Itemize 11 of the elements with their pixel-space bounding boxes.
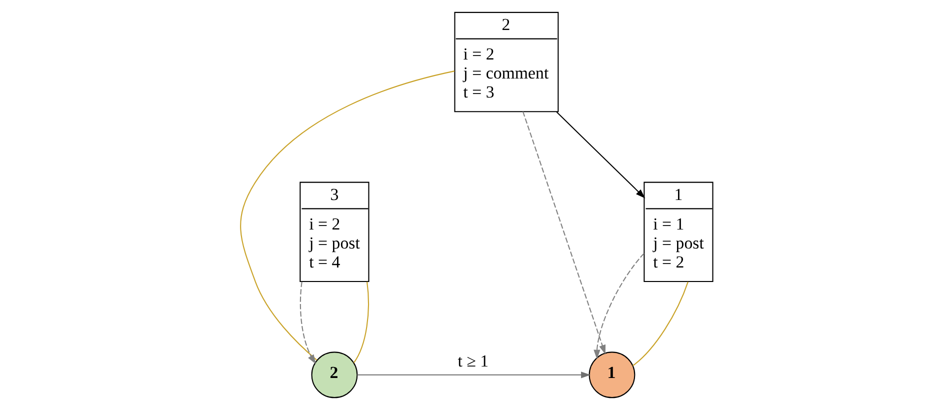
arrow — [556, 112, 645, 198]
connector — [240, 70, 454, 361]
arrow — [522, 111, 606, 354]
node-circle: 2 — [310, 352, 358, 398]
edge-label: t ≥ 1 — [457, 351, 488, 370]
arrow — [593, 253, 644, 360]
arrow — [356, 372, 590, 378]
node-circle: 1 — [588, 352, 635, 398]
connector — [352, 282, 368, 364]
connector — [632, 282, 688, 366]
arrow — [299, 282, 316, 364]
